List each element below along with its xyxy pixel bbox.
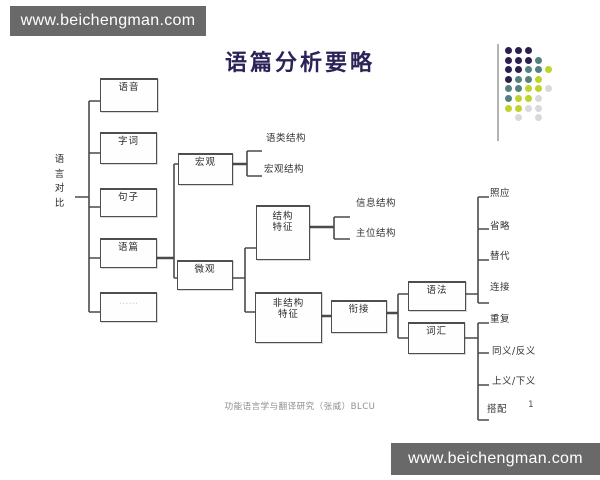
watermark-top-left: www.beichengman.com: [10, 6, 206, 36]
box-micro-label: 微观: [194, 264, 216, 275]
logo-dot: [525, 56, 532, 64]
label-hypernymy-hyponymy: 上义/下义: [492, 376, 536, 387]
box-micro: 微观: [177, 260, 233, 290]
logo-dot: [515, 56, 522, 64]
box-placeholder: ……: [100, 292, 157, 322]
label-conjunction: 连接: [490, 282, 511, 293]
logo-dot: [535, 114, 542, 122]
logo-dot: [525, 75, 532, 83]
slide-title: 语篇分析要略: [224, 50, 375, 76]
label-substitution: 替代: [490, 251, 511, 262]
logo-dot: [505, 95, 512, 102]
logo-dot: [545, 85, 552, 93]
logo-dot: [515, 104, 522, 112]
label-repetition: 重复: [490, 314, 511, 325]
weiguan-split-lines: [233, 247, 256, 313]
logo-divider-line: [497, 44, 499, 141]
logo-dot: [535, 56, 542, 64]
label-collocation: 搭配: [487, 404, 508, 415]
box-discourse: 语篇: [100, 238, 157, 268]
yufa-bracket: [466, 196, 489, 304]
logo-dot: [515, 66, 522, 74]
box-cohesion-label: 衔接: [348, 304, 370, 315]
box-phonetics: 语音: [100, 78, 158, 112]
box-discourse-label: 语篇: [117, 242, 139, 253]
watermark-bottom-right: www.beichengman.com: [391, 443, 600, 475]
box-structural-features-line1: 结构: [272, 211, 294, 222]
logo-dot: [515, 95, 522, 102]
logo-dot: [535, 104, 542, 112]
label-reference: 照应: [490, 188, 511, 199]
logo-dot: [515, 75, 522, 83]
box-sentence-label: 句子: [117, 192, 139, 203]
page-number: 1: [528, 400, 534, 410]
label-information-structure: 信息结构: [356, 198, 397, 209]
logo-dot: [525, 66, 532, 74]
logo-dot: [525, 47, 532, 54]
box-phonetics-label: 语音: [118, 82, 140, 93]
box-words: 字词: [100, 132, 157, 164]
xianjie-split-lines: [397, 293, 408, 339]
watermark-top-left-text: www.beichengman.com: [20, 12, 196, 29]
logo-dot: [505, 104, 512, 112]
label-thematic-structure: 主位结构: [356, 228, 397, 239]
watermark-bottom-right-text: www.beichengman.com: [408, 450, 583, 467]
box-lexis: 词汇: [408, 322, 465, 354]
box-grammar-label: 语法: [426, 285, 448, 296]
logo-dot: [525, 104, 532, 112]
box-placeholder-label: ……: [119, 296, 138, 307]
logo-dot: [505, 66, 512, 74]
logo-dot: [545, 66, 552, 74]
logo-dot: [515, 114, 522, 122]
box-macro: 宏观: [178, 153, 233, 185]
box-cohesion: 衔接: [331, 300, 387, 333]
side-label-language-comparison: 语言对比: [54, 154, 65, 209]
logo-dot: [535, 75, 542, 83]
logo-dot: [505, 47, 512, 54]
logo-dot: [525, 95, 532, 102]
box-nonstructural-features-line1: 非结构: [272, 298, 305, 309]
box-sentence: 句子: [100, 188, 157, 217]
box-lexis-label: 词汇: [425, 326, 447, 337]
box-nonstructural-features-line2: 特征: [277, 309, 299, 320]
logo-dots: [505, 47, 560, 125]
logo-dot: [525, 85, 532, 93]
box-macro-label: 宏观: [194, 157, 216, 168]
jiegou-bracket: [333, 216, 350, 240]
box-grammar: 语法: [408, 281, 466, 311]
label-macro-structure: 宏观结构: [264, 164, 305, 175]
label-ellipsis: 省略: [490, 221, 511, 232]
logo-dot: [515, 47, 522, 54]
box-structural-features-line2: 特征: [272, 222, 294, 233]
logo-dot: [535, 85, 542, 93]
label-synonymy-antonymy: 同义/反义: [492, 346, 536, 357]
label-genre-structure: 语类结构: [266, 133, 307, 144]
box-nonstructural-features: 非结构 特征: [255, 292, 322, 343]
logo-dot: [505, 56, 512, 64]
logo-dot: [535, 66, 542, 74]
box-words-label: 字词: [117, 136, 139, 147]
logo-dot: [505, 85, 512, 93]
box-structural-features: 结构 特征: [256, 205, 310, 260]
cihui-bracket: [465, 322, 489, 421]
hongguan-bracket: [246, 150, 262, 177]
left-spine-lines: [75, 100, 100, 313]
logo-dot: [535, 95, 542, 102]
footer-caption: 功能语言学与翻译研究（张威）BLCU: [224, 402, 376, 412]
logo-dot: [515, 85, 522, 93]
logo-dot: [505, 75, 512, 83]
